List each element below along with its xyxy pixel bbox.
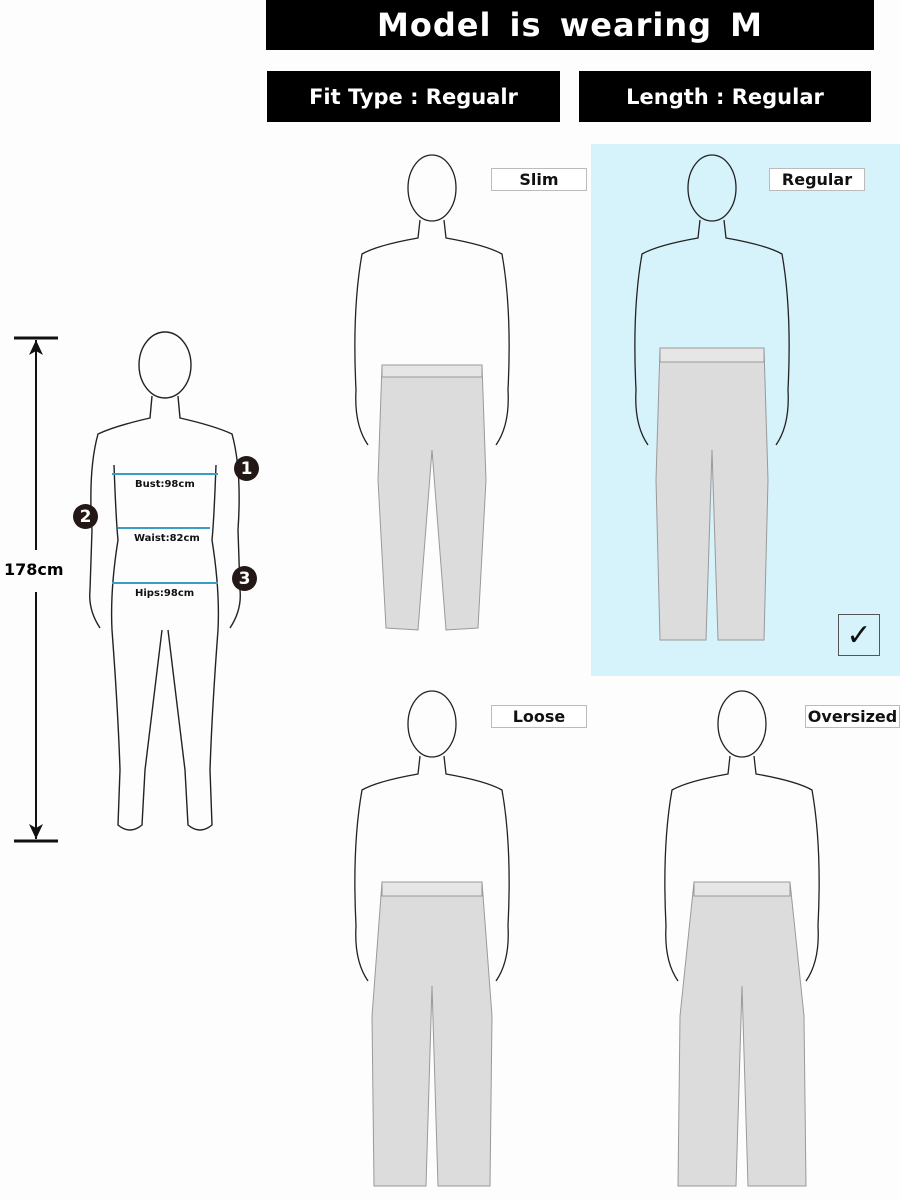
fit-type-banner: Fit Type : Regualr — [267, 71, 560, 122]
fit-label-oversized: Oversized — [805, 705, 900, 728]
slim-pants-figure — [354, 154, 510, 631]
model-height: 178cm — [4, 558, 64, 581]
measure-lines — [112, 473, 218, 584]
badge-1-icon: 1 — [234, 456, 259, 481]
selected-checkbox[interactable]: ✓ — [838, 614, 880, 656]
model-size-banner: Model is wearing M — [266, 0, 874, 50]
badge-3-icon: 3 — [232, 566, 257, 591]
fit-label-loose: Loose — [491, 705, 587, 728]
loose-pants-figure — [354, 690, 510, 1187]
length-banner: Length : Regular — [579, 71, 871, 122]
hips-measurement: Hips:98cm — [135, 588, 195, 599]
height-scale-icon — [14, 336, 58, 843]
bust-measurement: Bust:98cm — [135, 479, 195, 490]
waist-measurement: Waist:82cm — [134, 533, 200, 544]
fit-label-regular: Regular — [769, 168, 865, 191]
badge-2-icon: 2 — [73, 504, 98, 529]
oversized-pants-figure — [664, 690, 820, 1187]
fit-label-slim: Slim — [491, 168, 587, 191]
check-icon: ✓ — [846, 617, 872, 653]
regular-pants-figure — [634, 154, 790, 641]
